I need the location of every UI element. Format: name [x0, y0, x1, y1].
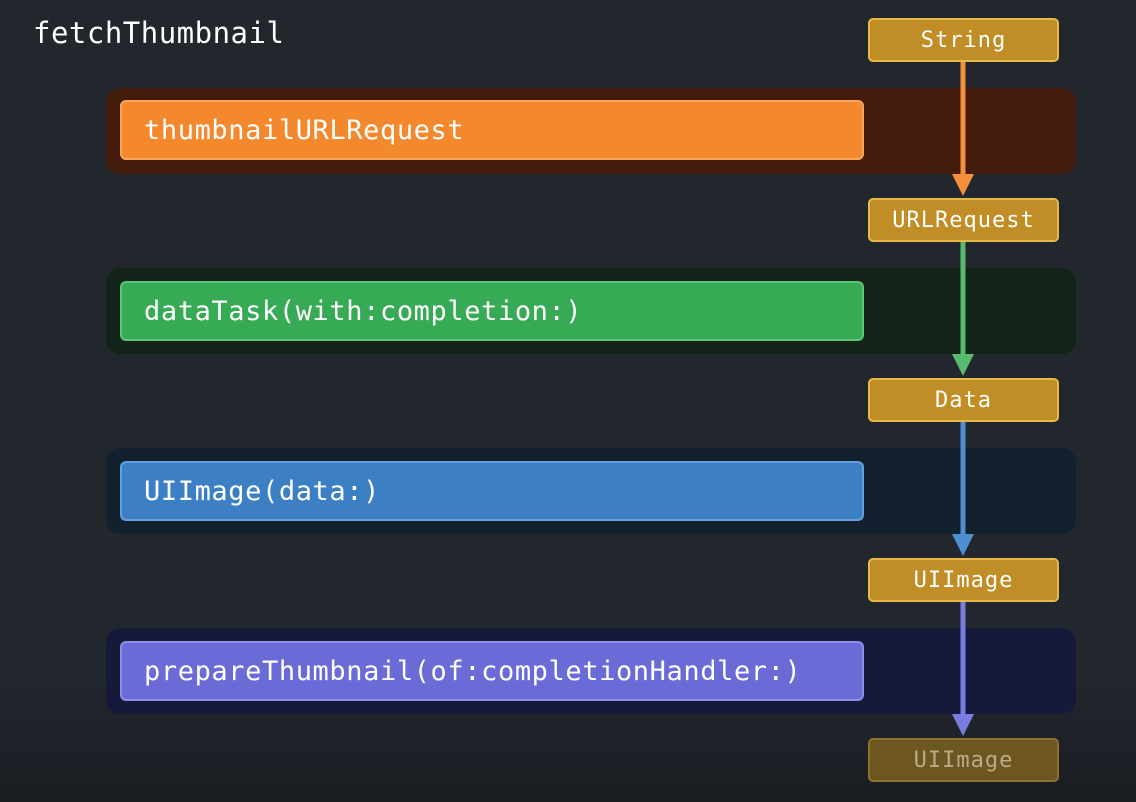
type-box-string: String: [868, 18, 1059, 62]
step-thumbnail-url-request: thumbnailURLRequest: [120, 100, 864, 160]
type-box-data: Data: [868, 378, 1059, 422]
step-uiimage-data: UIImage(data:): [120, 461, 864, 521]
step-data-task: dataTask(with:completion:): [120, 281, 864, 341]
type-box-uiimage-output: UIImage: [868, 738, 1059, 782]
type-box-urlrequest: URLRequest: [868, 198, 1059, 242]
step-prepare-thumbnail: prepareThumbnail(of:completionHandler:): [120, 641, 864, 701]
type-box-uiimage: UIImage: [868, 558, 1059, 602]
diagram-title: fetchThumbnail: [33, 16, 285, 50]
